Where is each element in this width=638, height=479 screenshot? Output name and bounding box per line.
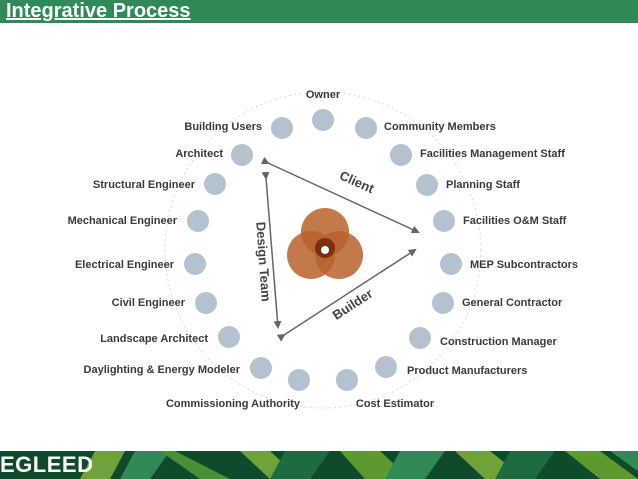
node-label: Owner [306,89,341,101]
node: Planning Staff [416,174,520,196]
node-label: Landscape Architect [100,333,208,345]
node-label: Mechanical Engineer [68,215,178,227]
node-label: Construction Manager [440,336,557,348]
node-label: Electrical Engineer [75,259,175,271]
node-label: Facilities Management Staff [420,148,565,160]
node-label: Daylighting & Energy Modeler [84,364,241,376]
node-label: Cost Estimator [356,398,435,410]
node: Commissioning Authority [166,369,310,410]
node: Civil Engineer [112,292,217,314]
node-label: Facilities O&M Staff [463,215,567,227]
three-circle-venn-icon [287,208,363,279]
node: Building Users [184,117,293,139]
node-label: Planning Staff [446,179,520,191]
outer-ring [164,91,482,409]
client-arrow [260,156,420,234]
node-label: Product Manufacturers [407,365,527,377]
title-bar [0,0,638,23]
node-label: Building Users [184,121,262,133]
node: Mechanical Engineer [68,210,209,232]
node-label: General Contractor [462,297,563,309]
node: Architect [175,144,253,166]
brand-logo-text: EGLEED [0,452,94,477]
footer-banner [0,451,638,479]
node: Facilities O&M Staff [433,210,567,232]
node-label: Community Members [384,121,496,133]
node-label: Architect [175,148,223,160]
node: MEP Subcontractors [440,253,578,275]
node: Electrical Engineer [75,253,206,275]
node-label: MEP Subcontractors [470,259,578,271]
design-team-arrow [261,171,282,329]
node: Product Manufacturers [375,356,527,378]
design-team-label: Design Team [253,221,274,302]
page-title: Integrative Process [6,0,191,22]
node-label: Commissioning Authority [166,398,301,410]
node: Owner [306,89,341,131]
node: Daylighting & Energy Modeler [84,357,272,379]
node: Facilities Management Staff [390,144,565,166]
node: Cost Estimator [336,369,435,410]
client-label: Client [337,168,377,197]
node: Construction Manager [409,327,557,349]
builder-arrow [276,248,417,342]
node: Community Members [355,117,496,139]
node: General Contractor [432,292,563,314]
node-label: Civil Engineer [112,297,186,309]
node-label: Structural Engineer [93,179,196,191]
node: Landscape Architect [100,326,240,348]
node: Structural Engineer [93,173,226,195]
